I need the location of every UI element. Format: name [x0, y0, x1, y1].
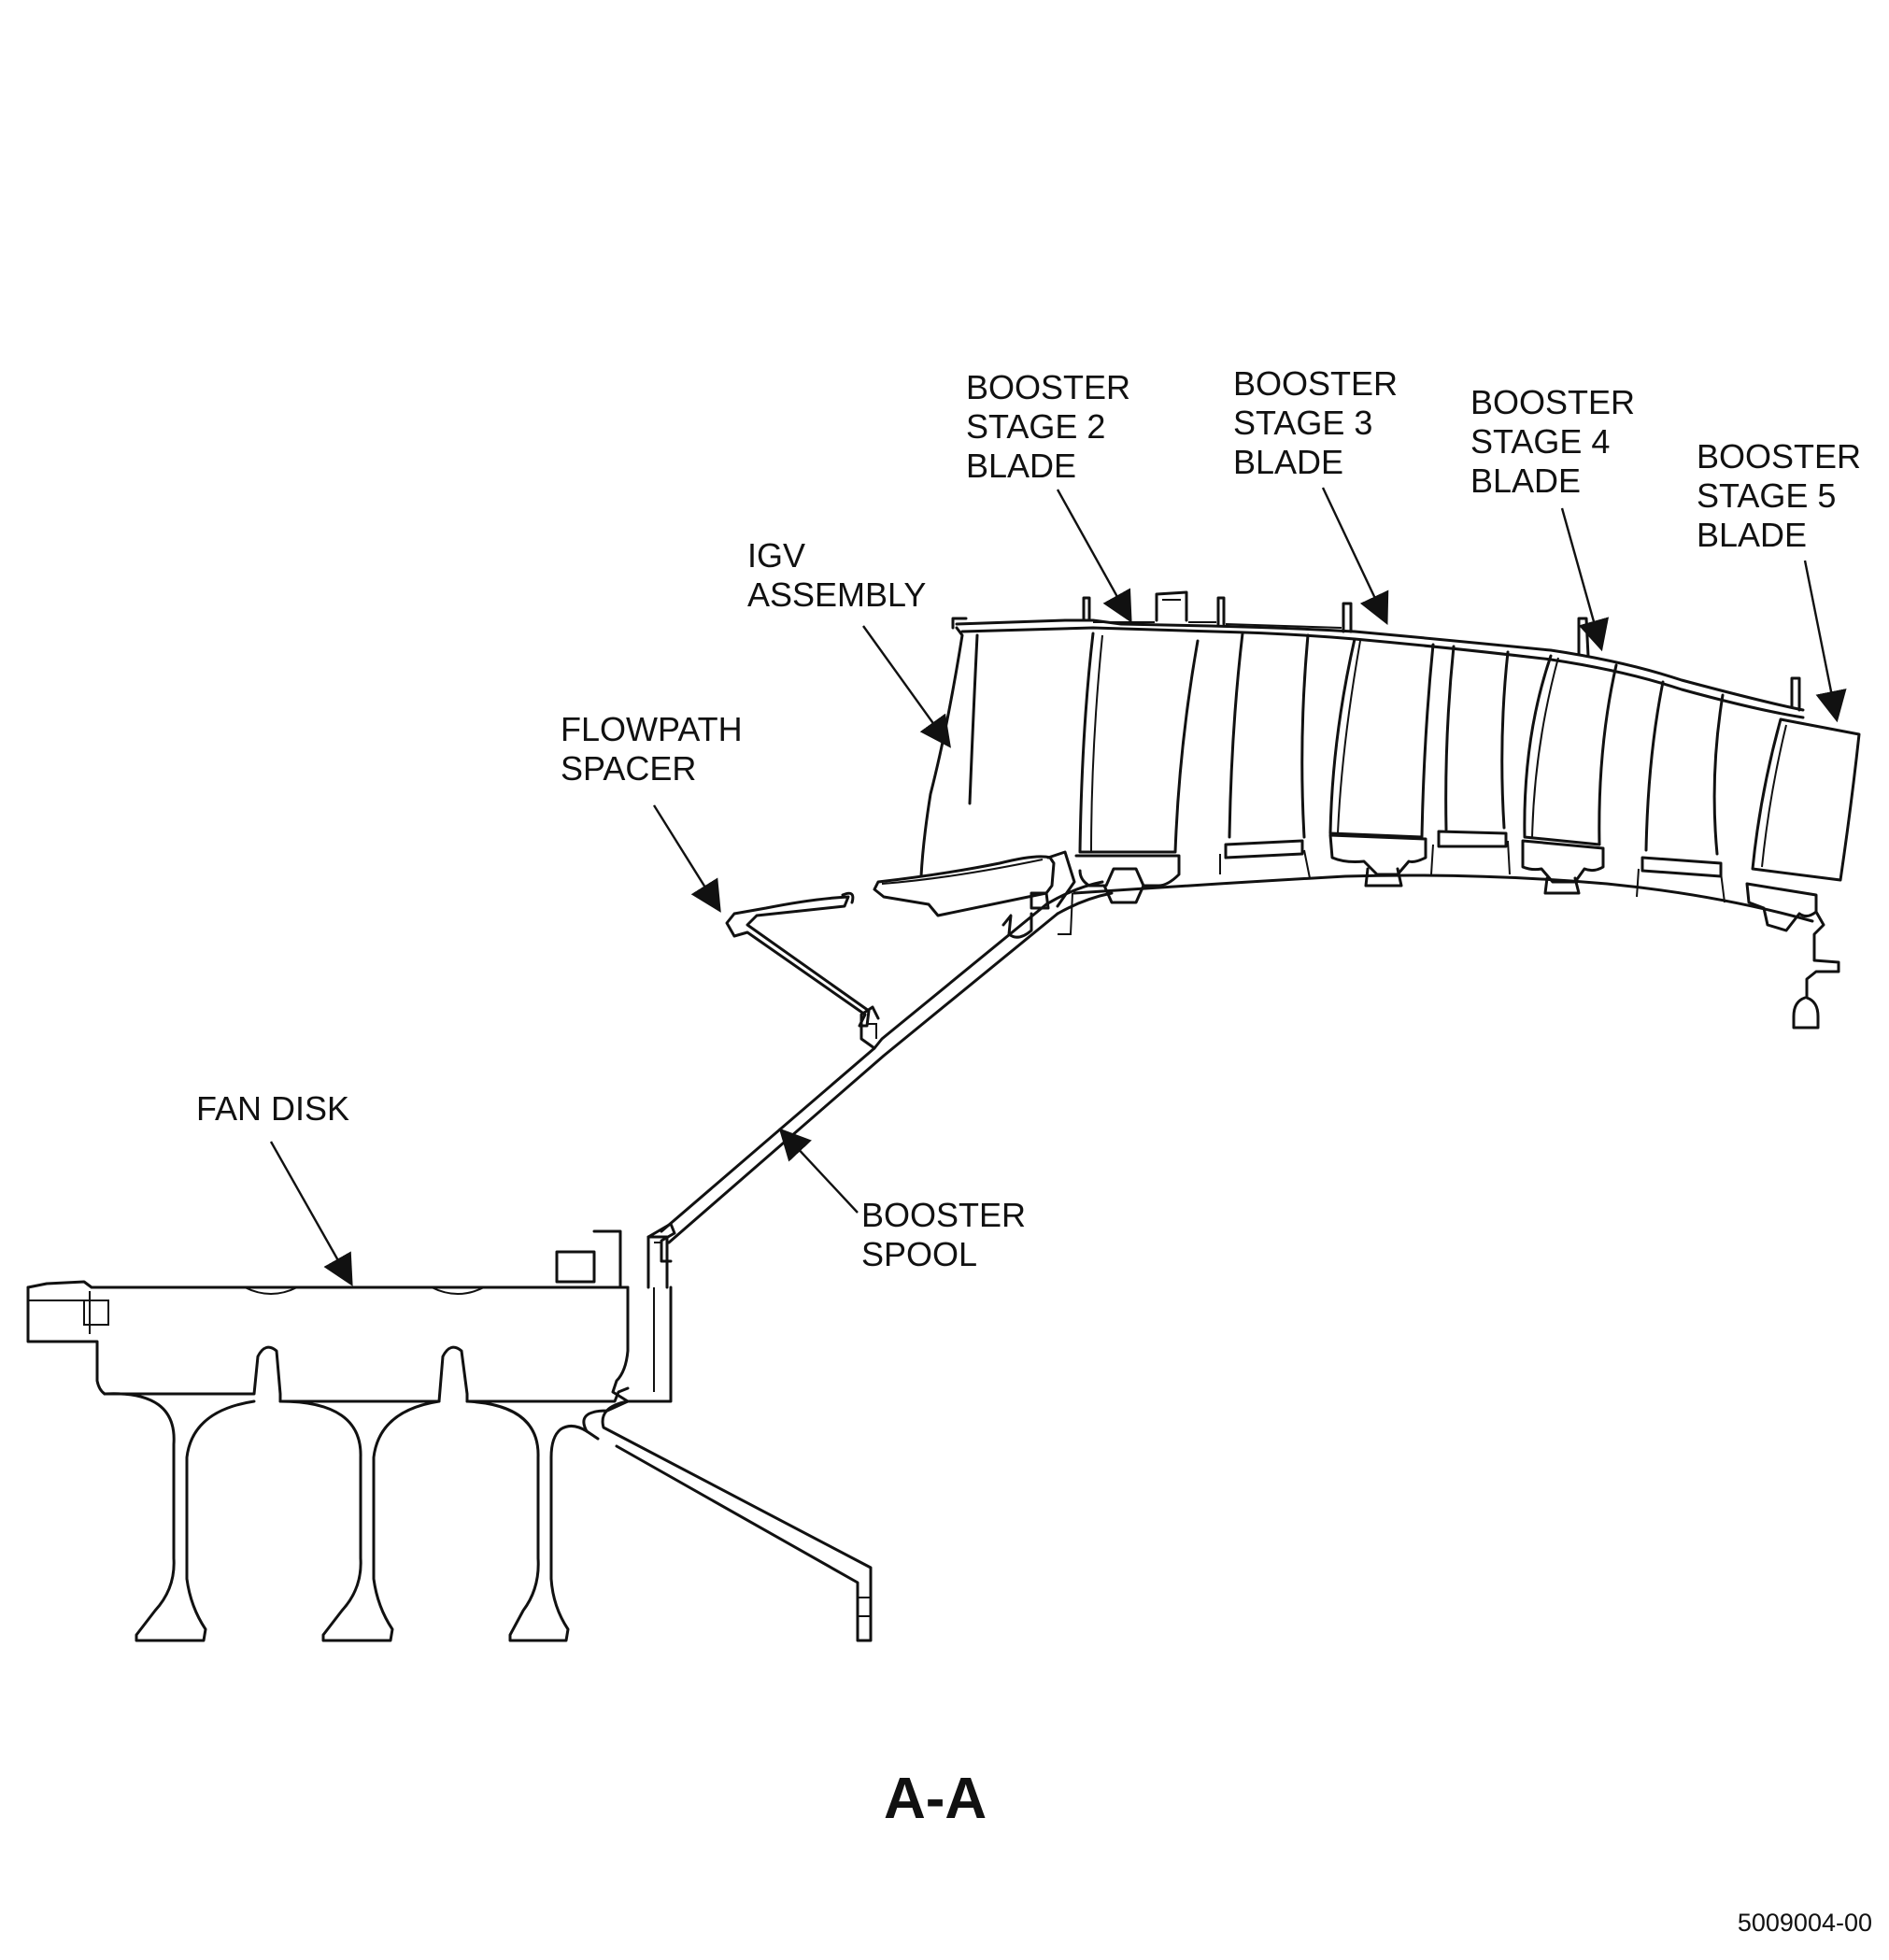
label-booster-stage5-blade: BOOSTER STAGE 5 BLADE [1697, 437, 1862, 554]
fan-disk [26, 1280, 873, 1642]
leader-flowpath-spacer [652, 804, 721, 913]
label-booster-stage4-blade: BOOSTER STAGE 4 BLADE [1470, 383, 1636, 500]
view-title: A-A [884, 1767, 987, 1831]
label-igv-assembly: IGV ASSEMBLY [747, 536, 927, 614]
label-booster-spool: BOOSTER SPOOL [861, 1196, 1027, 1273]
label-fan-disk: FAN DISK [196, 1089, 350, 1128]
bolt-connection [555, 1229, 669, 1289]
leader-lines [269, 487, 1847, 1286]
igv-assembly [873, 626, 1076, 917]
label-booster-stage3-blade: BOOSTER STAGE 3 BLADE [1233, 364, 1399, 481]
leader-stage3-blade [1321, 487, 1389, 626]
outer-casing [951, 590, 1805, 719]
leader-stage4-blade [1560, 507, 1610, 652]
leader-stage2-blade [1056, 489, 1132, 623]
label-booster-stage2-blade: BOOSTER STAGE 2 BLADE [966, 368, 1131, 485]
booster-spool [646, 880, 1114, 1263]
leader-fan-disk [269, 1141, 353, 1286]
booster-blades [1078, 632, 1861, 882]
label-flowpath-spacer: FLOWPATH SPACER [561, 710, 743, 788]
rotor-platforms [1058, 830, 1840, 1030]
leader-igv-assembly [862, 625, 951, 748]
flowpath-spacer [725, 891, 871, 1028]
leader-stage5-blade [1803, 560, 1847, 723]
leader-booster-spool [778, 1128, 859, 1214]
drawing-number: 5009004-00 [1737, 1909, 1872, 1937]
